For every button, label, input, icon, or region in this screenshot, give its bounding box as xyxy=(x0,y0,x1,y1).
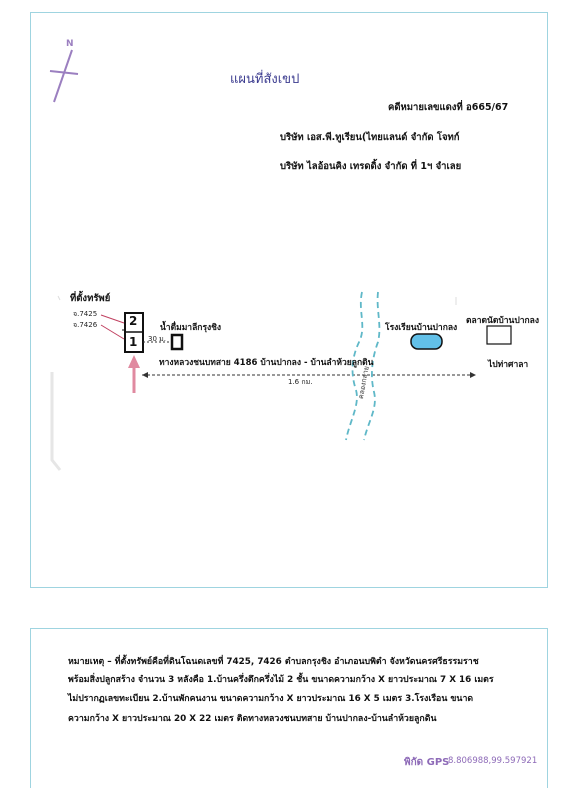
deed-label-1: จ.7425 xyxy=(73,310,98,318)
deed-label-2: จ.7426 xyxy=(73,321,98,329)
map-frame xyxy=(30,12,548,588)
property-arrow-icon xyxy=(128,355,140,393)
scan-mark xyxy=(50,372,62,471)
north-arrow-icon xyxy=(49,49,79,103)
school-shape xyxy=(410,333,443,350)
north-label: N xyxy=(66,39,74,49)
gps-label: พิกัด GPS xyxy=(404,757,450,768)
note-line-2: พร้อมสิ่งปลูกสร้าง จำนวน 3 หลังคือ 1.บ้า… xyxy=(68,675,494,685)
note-line-4: ความกว้าง X ยาวประมาณ 20 X 22 เมตร ติดทา… xyxy=(68,714,437,724)
road-label: ทางหลวงชนบทสาย 4186 บ้านปากลง - บ้านลำห้… xyxy=(159,358,374,368)
plaintiff-line: บริษัท เอส.พี.ทูเรียน(ไทยแลนด์ จำกัด โจท… xyxy=(280,132,460,143)
canal xyxy=(345,291,381,441)
building-1-label: 1 xyxy=(129,335,138,349)
shop-label: น้ำดื่มมาลีกรุงชิง xyxy=(160,323,222,333)
property-buildings xyxy=(122,312,144,353)
notes-frame xyxy=(30,628,548,788)
property-label: ที่ตั้งทรัพย์ xyxy=(70,293,111,304)
note-line-3: ไม่ปรากฏเลขทะเบียน 2.บ้านพักคนงาน ขนาดคว… xyxy=(68,694,474,704)
note-line-1: หมายเหตุ – ที่ตั้งทรัพย์คือที่ดินโฉนดเลข… xyxy=(68,657,479,667)
gps-value: 8.806988,99.597921 xyxy=(448,756,538,766)
case-number: คดีหมายเลขแดงที่ อ665/67 xyxy=(388,102,509,113)
page-title: แผนที่สังเขป xyxy=(230,72,300,87)
deed-pointer-2 xyxy=(100,324,125,340)
building-2-label: 2 xyxy=(129,314,138,328)
scan-mark xyxy=(57,295,61,301)
market-label: ตลาดนัดบ้านปากลง xyxy=(466,316,540,326)
market-box xyxy=(486,325,512,345)
distance-short-label: 30 ม. xyxy=(148,335,166,343)
school-label: โรงเรียนบ้านปากลง xyxy=(385,323,458,333)
direction-label: ไปท่าศาลา xyxy=(488,360,529,370)
deed-pointer-1 xyxy=(100,314,125,324)
distance-long-label: 1.6 กม. xyxy=(288,378,313,386)
defendant-line: บริษัท ไลอ้อนคิง เทรดดิ้ง จำกัด ที่ 1ฯ จ… xyxy=(280,161,462,172)
shop-box xyxy=(170,333,184,351)
